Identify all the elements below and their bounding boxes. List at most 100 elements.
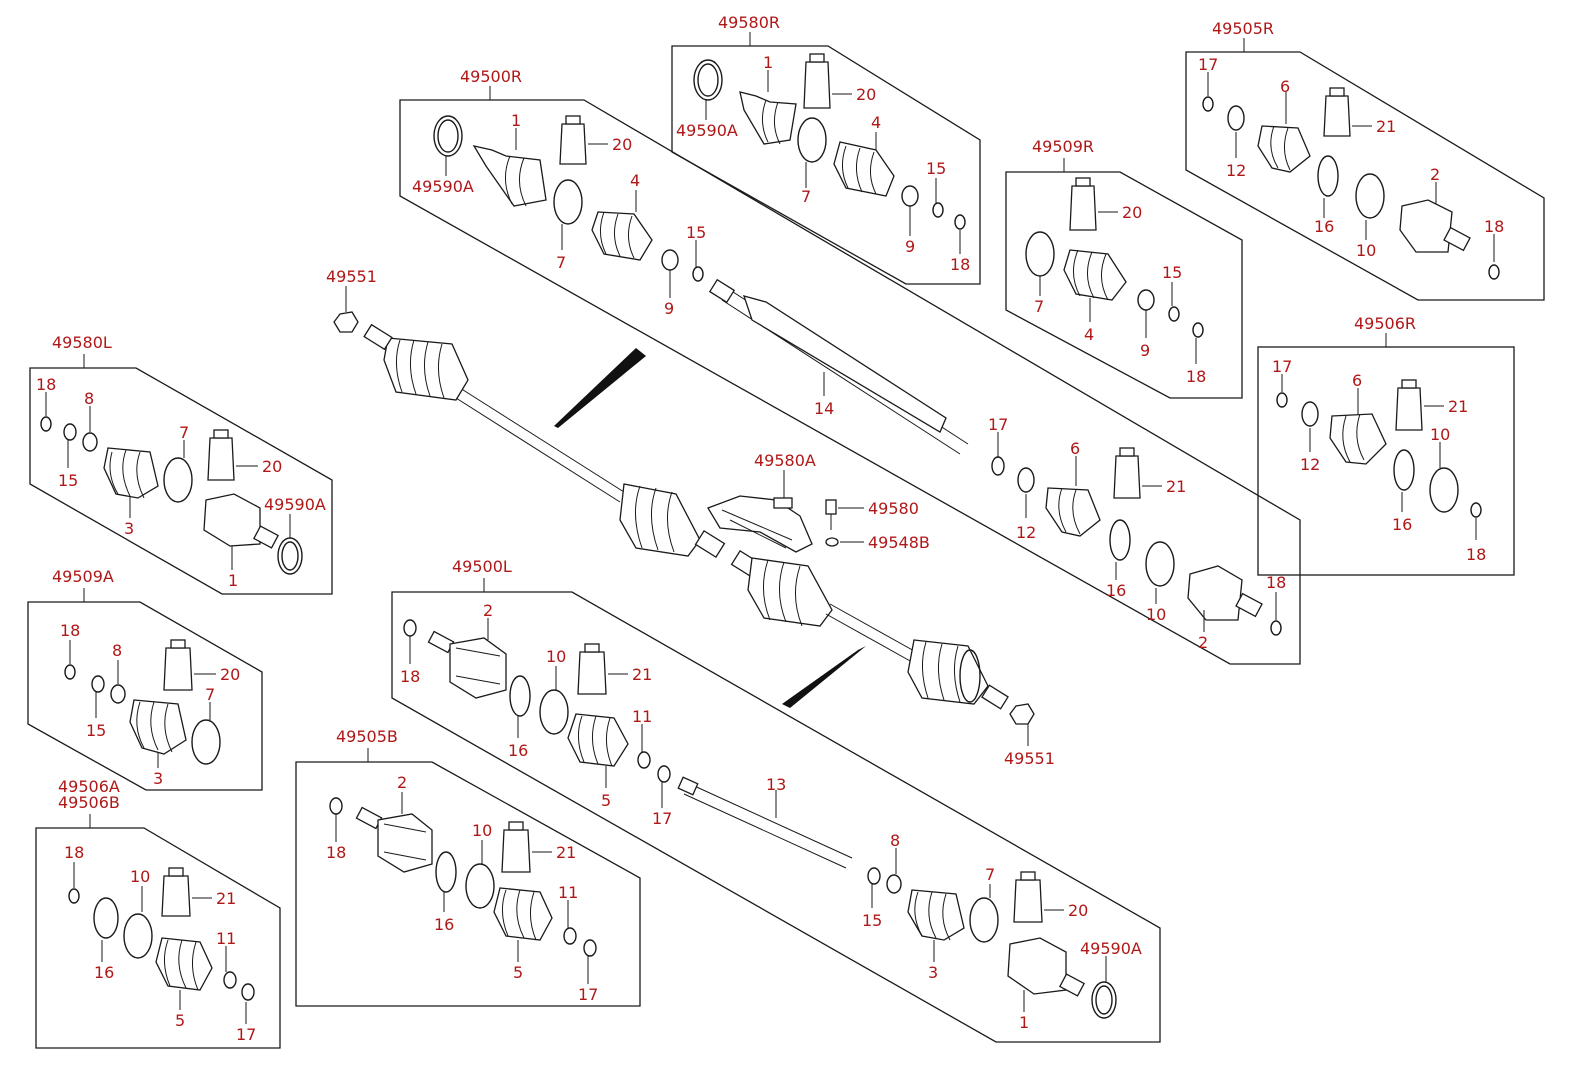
wedge-marker-upper [554,348,646,428]
callout-2: 2 [1198,633,1208,652]
callout-49590A: 49590A [1080,939,1142,958]
callout-15: 15 [926,159,946,178]
callout-6: 6 [1352,371,1362,390]
callout-20: 20 [1122,203,1142,222]
callout-15: 15 [58,471,78,490]
callout-16: 16 [1314,217,1334,236]
callout-21: 21 [556,843,576,862]
callout-3: 3 [153,769,163,788]
callout-17: 17 [236,1025,256,1044]
callout-7: 7 [1034,297,1044,316]
group-49500L-parts: 2 18 10 21 16 11 5 17 13 8 7 15 20 [400,601,1142,1032]
callout-16: 16 [1392,515,1412,534]
callout-18: 18 [1266,573,1286,592]
callout-18: 18 [1484,217,1504,236]
frame-49500R [399,99,1301,665]
callout-2: 2 [1430,165,1440,184]
callout-20: 20 [856,85,876,104]
group-title-49580R: 49580R [718,13,780,32]
callout-5: 5 [601,791,611,810]
callout-49580A: 49580A [754,451,816,470]
callout-7: 7 [801,187,811,206]
frame-49506R [1257,346,1515,576]
callout-16: 16 [94,963,114,982]
callout-5: 5 [513,963,523,982]
frame-49506AB [35,827,281,1049]
group-49580L-parts: 18 8 7 15 20 3 49590A 1 [36,375,326,590]
callout-8: 8 [890,831,900,850]
frame-49509A [27,601,263,791]
callout-16: 16 [1106,581,1126,600]
callout-16: 16 [434,915,454,934]
callout-4: 4 [630,171,640,190]
callout-12: 12 [1226,161,1246,180]
callout-10: 10 [1356,241,1376,260]
callout-21: 21 [1376,117,1396,136]
callout-49590A: 49590A [264,495,326,514]
callout-14: 14 [814,399,834,418]
callout-3: 3 [928,963,938,982]
callout-10: 10 [1146,605,1166,624]
nut-49551-upper [333,311,359,333]
group-title-49506B: 49506B [58,793,120,812]
callout-18: 18 [64,843,84,862]
callout-18: 18 [400,667,420,686]
group-title-49506R: 49506R [1354,314,1416,333]
group-title-49506A: 49506A [58,777,120,796]
callout-17: 17 [1272,357,1292,376]
callout-49590A: 49590A [676,121,738,140]
group-title-49580L: 49580L [52,333,112,352]
callout-21: 21 [1166,477,1186,496]
callout-17: 17 [652,809,672,828]
callout-8: 8 [112,641,122,660]
callout-9: 9 [905,237,915,256]
callout-49551-lower: 49551 [1004,749,1055,768]
callout-18: 18 [326,843,346,862]
callout-21: 21 [632,665,652,684]
wedge-marker-lower [782,646,866,708]
group-49506AB-parts: 18 10 21 16 11 5 17 [64,843,256,1044]
callout-16: 16 [508,741,528,760]
group-title-49509R: 49509R [1032,137,1094,156]
callout-6: 6 [1280,77,1290,96]
bracket-49580A [707,495,813,553]
group-49500R-parts: 1 20 49590A 4 7 15 9 14 17 6 21 [412,111,1286,652]
group-49506R-parts: 17 6 21 12 10 16 18 [1272,357,1486,564]
callout-21: 21 [216,889,236,908]
callout-1: 1 [228,571,238,590]
callout-4: 4 [1084,325,1094,344]
callout-10: 10 [130,867,150,886]
callout-12: 12 [1016,523,1036,542]
frame-49509R [1005,171,1243,399]
callout-18: 18 [950,255,970,274]
callout-6: 6 [1070,439,1080,458]
callout-49551-upper: 49551 [326,267,377,286]
callout-49580: 49580 [868,499,919,518]
callout-11: 11 [216,929,236,948]
callout-10: 10 [546,647,566,666]
main-shaft-upper [363,323,726,559]
callout-12: 12 [1300,455,1320,474]
callout-9: 9 [664,299,674,318]
callout-2: 2 [483,601,493,620]
group-title-49509A: 49509A [52,567,114,586]
callout-7: 7 [205,685,215,704]
group-title-49505B: 49505B [336,727,398,746]
callout-7: 7 [179,423,189,442]
callout-18: 18 [1186,367,1206,386]
callout-3: 3 [124,519,134,538]
callout-18: 18 [1466,545,1486,564]
callout-15: 15 [686,223,706,242]
group-title-49500L: 49500L [452,557,512,576]
callout-20: 20 [612,135,632,154]
callout-17: 17 [578,985,598,1004]
callout-20: 20 [220,665,240,684]
callout-21: 21 [1448,397,1468,416]
callout-11: 11 [558,883,578,902]
callout-15: 15 [1162,263,1182,282]
group-49505R-parts: 17 6 12 21 2 16 10 18 [1198,55,1504,280]
callout-20: 20 [1068,901,1088,920]
callout-15: 15 [86,721,106,740]
callout-8: 8 [84,389,94,408]
